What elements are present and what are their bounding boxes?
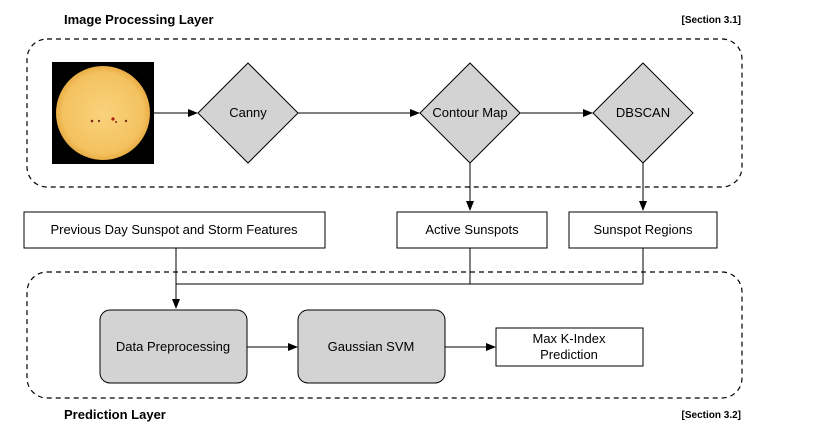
canny-label: Canny (229, 105, 267, 120)
sun-disk (56, 66, 150, 160)
image-processing-layer-container (26, 38, 743, 188)
max-k-index-prediction-box (495, 327, 644, 367)
prediction-layer-title: Prediction Layer (64, 407, 166, 422)
sunspot-regions-box (568, 211, 718, 249)
sunspot-dot (115, 121, 117, 123)
sunspot-dot (97, 119, 101, 123)
image-processing-section-ref: [Section 3.1] (682, 15, 741, 26)
previous-day-features-box (23, 211, 326, 249)
sun-image (52, 62, 154, 164)
active-sunspots-label: Active Sunspots (425, 222, 519, 237)
prediction-layer-container (26, 271, 743, 399)
image-processing-layer-title: Image Processing Layer (64, 12, 214, 27)
gaussian-svm-label: Gaussian SVM (328, 339, 415, 354)
dbscan-label: DBSCAN (616, 105, 670, 120)
data-preprocessing-label: Data Preprocessing (116, 339, 230, 354)
max-k-index-label-line2: Prediction (540, 347, 598, 362)
prediction-section-ref: [Section 3.2] (682, 410, 741, 421)
sunspot-dot (90, 119, 94, 123)
canny-diamond (197, 62, 299, 164)
sunspot-dot (124, 119, 128, 123)
active-sunspots-box (396, 211, 548, 249)
previous-day-features-label: Previous Day Sunspot and Storm Features (50, 222, 298, 237)
max-k-index-label-line1: Max K-Index (533, 331, 606, 346)
contour-map-label: Contour Map (432, 105, 507, 120)
sunspot-dot (111, 117, 115, 121)
sunspot-regions-label: Sunspot Regions (593, 222, 693, 237)
